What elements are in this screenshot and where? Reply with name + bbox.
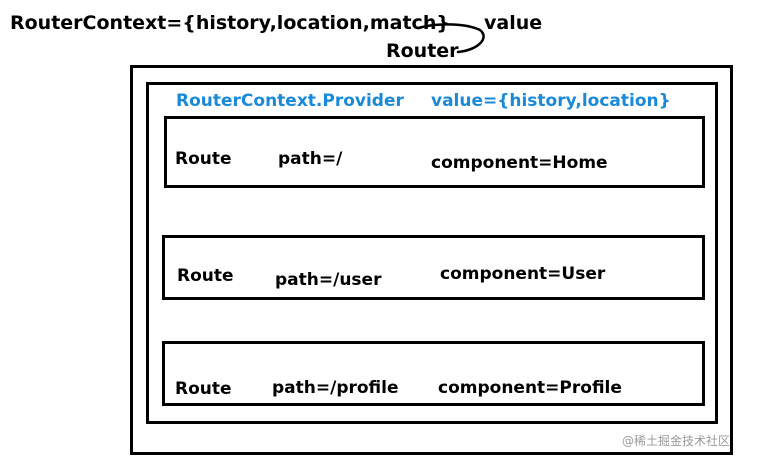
- router-context-label: RouterContext={history,location,match}: [10, 12, 450, 34]
- route-path: path=/profile: [272, 378, 399, 398]
- route-component: component=Profile: [438, 378, 622, 398]
- route-component: component=User: [440, 264, 606, 284]
- route-component: component=Home: [431, 153, 608, 173]
- route-box-profile: [162, 341, 705, 406]
- provider-value-label: value={history,location}: [431, 91, 671, 111]
- route-label: Route: [177, 266, 234, 286]
- route-path: path=/user: [275, 270, 382, 290]
- provider-label: RouterContext.Provider: [176, 91, 404, 111]
- watermark: @稀土掘金技术社区: [622, 434, 731, 448]
- route-label: Route: [175, 149, 232, 169]
- route-box-home: [164, 116, 705, 188]
- value-label: value: [484, 12, 543, 34]
- router-box: [130, 65, 733, 455]
- provider-box: [146, 82, 718, 424]
- route-box-user: [162, 235, 705, 300]
- route-label: Route: [175, 379, 232, 399]
- router-label: Router: [386, 40, 459, 62]
- route-path: path=/: [278, 149, 343, 169]
